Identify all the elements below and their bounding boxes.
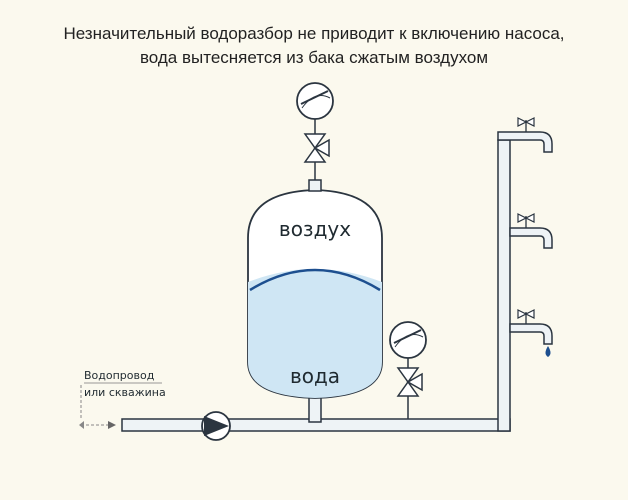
diagram-title: Незначительный водоразбор не приводит к …: [0, 22, 628, 70]
title-line-2: вода вытесняется из бака сжатым воздухом: [139, 48, 489, 67]
inlet-label-line-2: или скважина: [84, 386, 166, 399]
inlet-dot-icon: [79, 421, 84, 429]
valve-icon: [396, 367, 423, 397]
pressure-gauge-icon: [296, 82, 334, 120]
riser-pipe: [497, 139, 511, 432]
inlet-label-line-1: Водопровод: [84, 369, 155, 382]
tank-top-nipple: [308, 179, 322, 192]
top-gauge-assembly: [296, 82, 334, 180]
faucet-top: [497, 117, 553, 153]
water-fill: [248, 269, 382, 398]
faucet-middle: [509, 213, 553, 249]
tap-valve-icon: [517, 117, 535, 132]
water-drop-icon: [545, 346, 551, 357]
tap-valve-icon: [517, 213, 535, 228]
arrow-right-icon: [108, 421, 116, 429]
pump: [201, 411, 231, 441]
faucet-lower: [509, 309, 553, 357]
side-gauge-assembly: [389, 321, 427, 400]
title-line-1: Незначительный водоразбор не приводит к …: [63, 24, 565, 43]
pressure-gauge-icon: [389, 321, 427, 359]
tank-connection-pipe: [308, 395, 322, 423]
tap-valve-icon: [517, 309, 535, 324]
pressure-tank: воздух вода: [247, 179, 383, 399]
pump-triangle-icon: [204, 416, 229, 436]
membrane: [249, 268, 381, 292]
inlet-arrow: [79, 385, 116, 429]
air-label: воздух: [279, 217, 351, 241]
valve-icon: [303, 133, 330, 163]
water-label: вода: [290, 364, 340, 388]
